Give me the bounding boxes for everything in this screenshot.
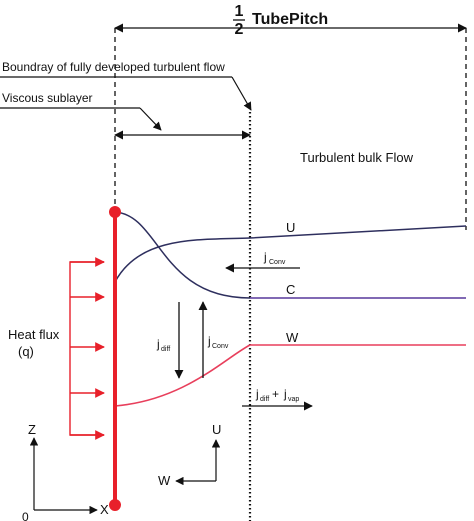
wall-top-dot: [109, 206, 121, 218]
svg-text:j: j: [255, 387, 259, 401]
svg-text:j: j: [156, 337, 160, 351]
half-pitch-label: 1 2 TubePitch: [233, 3, 328, 38]
u-velocity-curve: [114, 225, 467, 283]
c-concentration-curve: [114, 211, 466, 299]
u-curve-label: U: [286, 220, 295, 235]
origin-label: 0: [22, 510, 29, 521]
heat-flux-bracket: [69, 261, 104, 436]
u-axis-label: U: [212, 422, 221, 437]
boundary-leader-arrow: [231, 76, 252, 111]
fraction-numerator: 1: [235, 3, 244, 20]
z-x-axes: [29, 437, 98, 515]
j-diff-vap-label: j diff + j vap: [255, 387, 299, 403]
j-conv-mid-label: j Conv: [207, 334, 229, 350]
j-diff-label: j diff: [156, 337, 170, 353]
svg-text:diff: diff: [260, 396, 269, 403]
svg-text:+: +: [272, 387, 279, 401]
w-axis-label: W: [158, 473, 171, 488]
w-curve-label: W: [286, 330, 299, 345]
w-mass-fraction-curve: [114, 344, 466, 407]
heat-flux-symbol: (q): [18, 344, 34, 359]
svg-text:j: j: [263, 250, 267, 264]
j-conv-top-label: j Conv: [263, 250, 286, 266]
svg-text:Conv: Conv: [269, 259, 286, 266]
heat-flux-label: Heat flux: [8, 327, 60, 342]
viscous-leader-arrow: [139, 107, 162, 131]
svg-text:diff: diff: [161, 346, 170, 353]
turbulent-bulk-label: Turbulent bulk Flow: [300, 150, 414, 165]
c-curve-label: C: [286, 282, 295, 297]
wall-bottom-dot: [109, 499, 121, 511]
boundary-label: Boundray of fully developed turbulent fl…: [2, 60, 225, 74]
svg-text:j: j: [283, 387, 287, 401]
svg-text:Conv: Conv: [212, 343, 229, 350]
svg-text:j: j: [207, 334, 211, 348]
heat-flux-arrows: [69, 257, 105, 440]
svg-text:vap: vap: [288, 396, 299, 403]
viscous-sublayer-label: Viscous sublayer: [2, 91, 93, 105]
x-axis-label: X: [100, 502, 109, 517]
tube-pitch-title: TubePitch: [252, 11, 328, 28]
z-axis-label: Z: [28, 422, 36, 437]
u-w-axes: [175, 439, 221, 486]
fraction-denominator: 2: [235, 21, 244, 38]
